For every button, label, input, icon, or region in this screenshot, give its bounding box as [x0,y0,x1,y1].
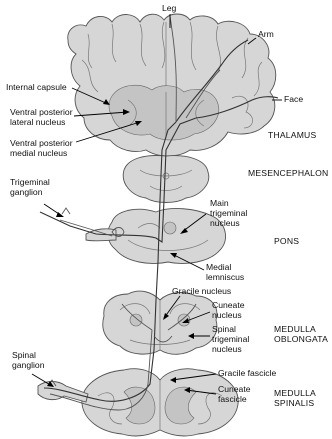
label-gracile-nucleus: Gracile nucleus [172,286,231,296]
label-trigeminal-ganglion-line1: Trigeminal [10,177,50,187]
region-pons: PONS [274,236,299,246]
label-vpm-line1: Ventral posterior [10,138,73,148]
region-mesencephalon: MESENCEPHALON [248,168,328,178]
label-vpl-line1: Ventral posterior [10,107,73,117]
label-spinal-ganglion-line1: Spinal [12,350,36,360]
label-vpl-line2: lateral nucleus [10,117,65,127]
label-spinal-ganglion-line2: ganglion [12,360,45,370]
label-medial-lemniscus-line1: Medial [206,262,231,272]
region-medulla-spinalis-line2: SPINALIS [274,398,314,408]
label-arm: Arm [258,29,274,39]
label-main-trigeminal-line2: trigeminal [210,208,247,218]
label-cuneate-fascicle-line2: fascicle [218,394,247,404]
label-gracile-fascicle: Gracile fascicle [218,368,276,378]
region-labels: THALAMUS MESENCEPHALON PONS MEDULLA OBLO… [248,130,328,408]
label-cuneate-nucleus-line2: nucleus [212,310,242,320]
label-internal-capsule: Internal capsule [6,82,67,92]
label-face: Face [284,94,303,104]
medulla-oblongata-section [103,291,217,354]
label-spinal-trigeminal-line1: Spinal [212,324,236,334]
label-leg: Leg [162,3,177,13]
label-cuneate-fascicle-line1: Cuneate [218,384,251,394]
region-thalamus: THALAMUS [268,130,316,140]
label-cuneate-nucleus-line1: Cuneate [212,300,245,310]
label-medial-lemniscus-line2: lemniscus [206,272,244,282]
pons-section [86,209,226,264]
label-main-trigeminal-line1: Main [210,198,229,208]
region-medulla-oblongata-line1: MEDULLA [274,324,316,334]
label-trigeminal-ganglion-line2: ganglion [10,187,43,197]
region-medulla-oblongata-line2: OBLONGATA [274,334,328,344]
label-spinal-trigeminal-line3: nucleus [212,344,242,354]
label-main-trigeminal-line3: nucleus [210,218,240,228]
label-spinal-trigeminal-line2: trigeminal [212,334,249,344]
region-medulla-spinalis-line1: MEDULLA [274,388,316,398]
label-vpm-line2: medial nucleus [10,148,67,158]
